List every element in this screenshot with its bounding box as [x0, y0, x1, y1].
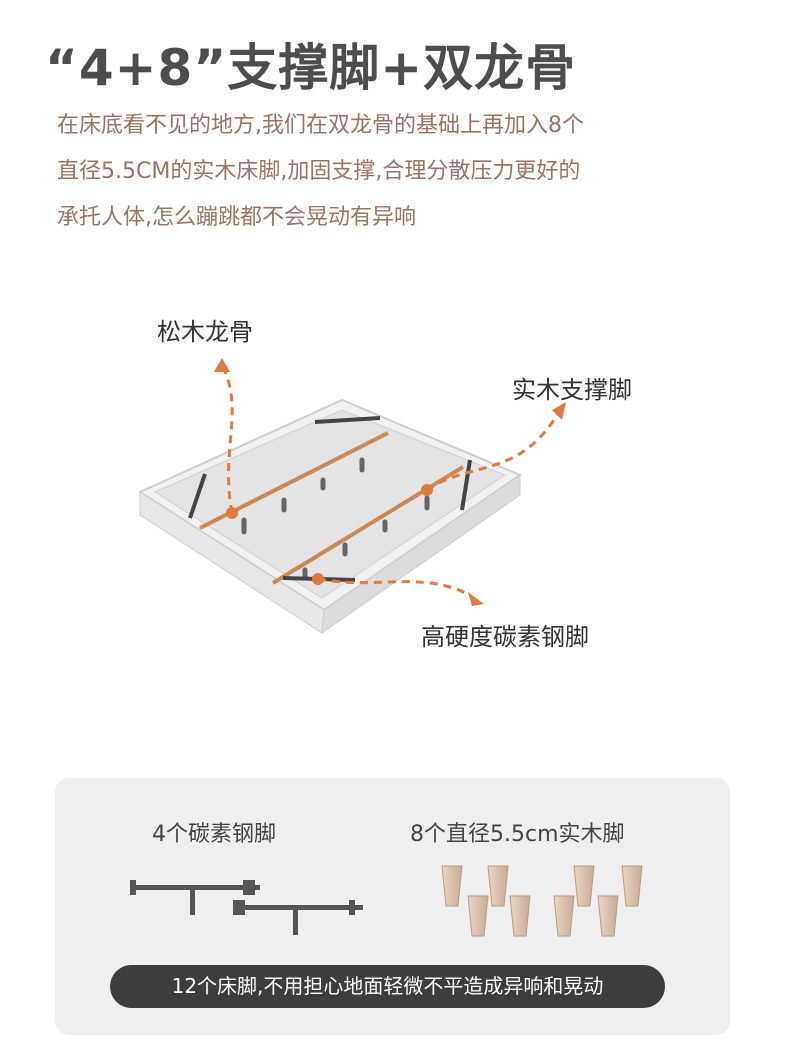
callout-steel-leg: 高硬度碳素钢脚 — [421, 623, 589, 651]
footer-pill: 12个床脚,不用担心地面轻微不平造成异响和晃动 — [110, 965, 665, 1008]
wood-legs-icon — [441, 865, 643, 937]
description-line-1: 在床底看不见的地方,我们在双龙骨的基础上再加入8个 — [57, 113, 584, 138]
bed-frame-illustration — [137, 358, 566, 635]
description-line-3: 承托人体,怎么蹦跳都不会晃动有异响 — [57, 205, 416, 230]
steel-legs-label: 4个碳素钢脚 — [152, 822, 276, 847]
callout-wood-leg: 实木支撑脚 — [512, 376, 632, 404]
wood-legs-label: 8个直径5.5cm实木脚 — [410, 822, 625, 847]
description-line-2: 直径5.5CM的实木床脚,加固支撑,合理分散压力更好的 — [57, 159, 581, 184]
page-title: “4+8”支撑脚+双龙骨 — [45, 39, 577, 97]
callout-pine-keel: 松木龙骨 — [157, 318, 253, 346]
steel-legs-icon — [130, 880, 363, 935]
